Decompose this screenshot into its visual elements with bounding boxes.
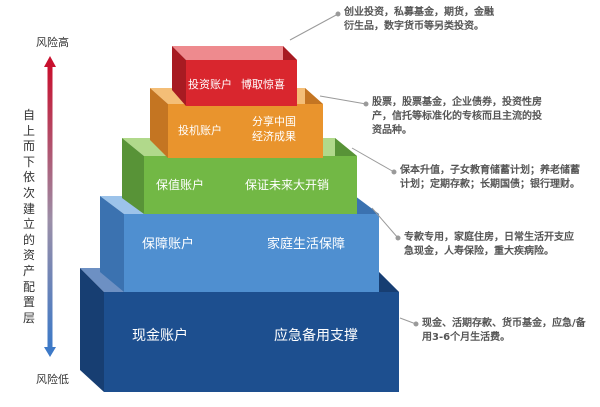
tier-speculation-purpose-line2: 经济成果: [252, 129, 296, 143]
tier-protection-name: 保障账户: [142, 236, 194, 252]
risk-arrow: [44, 56, 56, 357]
note-cash: 现金、活期存款、货币基金，应急/备用3-6个月生活费。: [422, 318, 586, 343]
note-preservation: 保本升值，子女教育储蓄计划；养老储蓄计划；定期存款；长期国债；银行理财。: [400, 165, 580, 190]
note-connectors: [289, 11, 419, 327]
tier-speculation-name: 投机账户: [178, 123, 222, 137]
tier-preservation-name: 保值账户: [156, 177, 204, 192]
tier-speculation: 投机账户 分享中国 经济成果: [150, 88, 323, 158]
note-speculation: 股票，股票基金，企业债券，投资性房产，信托等标准化的专核而且主流的投资品种。: [372, 97, 542, 136]
tier-cash-purpose: 应急备用支撑: [274, 327, 358, 344]
tier-speculation-purpose-line1: 分享中国: [252, 114, 296, 128]
tier-investment: 投资账户 博取惊喜: [172, 46, 297, 106]
note-investment: 创业投资，私募基金，期货，金融衍生品，数字货币等另类投资。: [344, 7, 494, 32]
risk-low-label: 风险低: [36, 373, 69, 386]
tier-protection-purpose: 家庭生活保障: [267, 236, 345, 252]
tier-investment-purpose: 博取惊喜: [241, 77, 285, 91]
risk-high-label: 风险高: [36, 36, 69, 49]
tier-preservation-purpose: 保证未来大开销: [245, 178, 329, 192]
tier-cash-name: 现金账户: [132, 327, 188, 344]
allocation-layer-caption: 自上而下依次建立的资产配置层: [22, 108, 35, 325]
tier-investment-name: 投资账户: [188, 77, 232, 91]
note-protection: 专款专用，家庭住房，日常生活开支应急现金，人寿保险，重大疾病险。: [404, 232, 574, 257]
